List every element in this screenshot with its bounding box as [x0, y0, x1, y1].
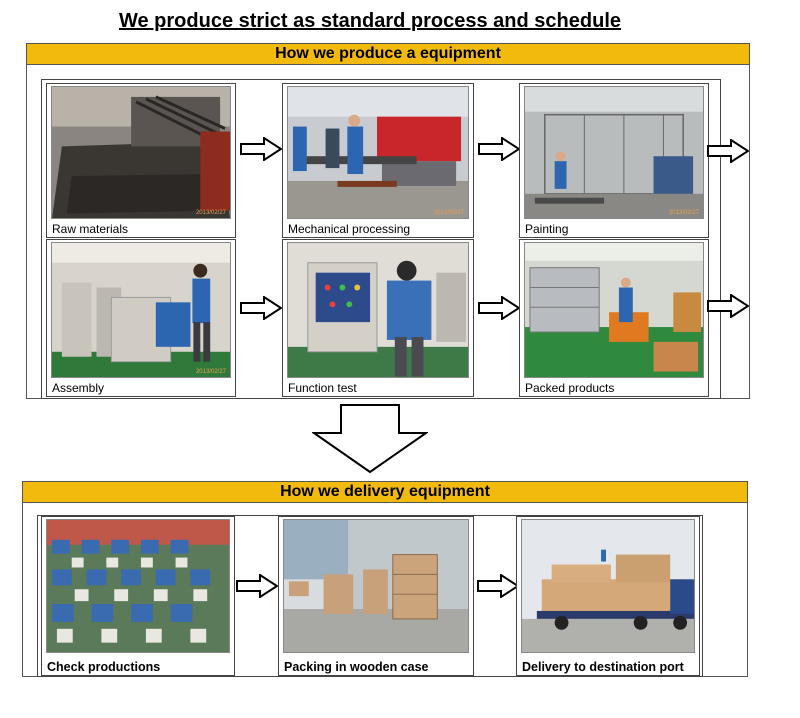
- step-caption: Delivery to destination port: [522, 660, 684, 674]
- raw-materials-photo: 2013/02/27: [51, 86, 231, 219]
- step-painting: 2013/02/27 Painting: [519, 83, 709, 238]
- right-arrow-icon: [240, 295, 283, 321]
- step-caption: Painting: [525, 222, 569, 236]
- step-mechanical-processing: 2013/02/27 Mechanical processing: [282, 83, 474, 238]
- function-test-photo: [287, 242, 469, 378]
- delivery-port-photo: [521, 519, 695, 653]
- step-function-test: Function test: [282, 239, 474, 397]
- page-title: We produce strict as standard process an…: [118, 10, 621, 32]
- right-arrow-icon: [478, 136, 521, 162]
- step-packed-products: Packed products: [519, 239, 709, 397]
- step-caption: Assembly: [52, 381, 105, 395]
- right-arrow-icon: [478, 295, 521, 321]
- delivery-section: How we delivery equipment: [22, 481, 748, 677]
- step-caption: Packed products: [525, 381, 615, 395]
- photo-datestamp: 2013/02/27: [195, 369, 226, 375]
- production-header: How we produce a equipment: [27, 44, 749, 65]
- photo-datestamp: 2013/02/27: [433, 210, 464, 216]
- production-grid: 2013/02/27 Raw materials: [41, 79, 721, 399]
- mechanical-processing-photo: 2013/02/27: [287, 86, 469, 219]
- step-delivery-destination-port: Delivery to destination port: [516, 516, 700, 676]
- step-raw-materials: 2013/02/27 Raw materials: [46, 83, 236, 238]
- step-assembly: 2013/02/27 Assembly: [46, 239, 236, 397]
- step-packing-wooden-case: Packing in wooden case: [278, 516, 474, 676]
- down-arrow-icon: [310, 404, 430, 474]
- check-productions-photo: [46, 519, 230, 653]
- packing-wooden-case-photo: [283, 519, 469, 653]
- right-arrow-icon: [240, 136, 283, 162]
- photo-datestamp: 2013/02/27: [668, 210, 699, 216]
- step-caption: Mechanical processing: [288, 222, 411, 236]
- photo-datestamp: 2013/02/27: [195, 210, 226, 216]
- right-arrow-icon: [477, 573, 520, 599]
- packed-products-photo: [524, 242, 704, 378]
- delivery-header: How we delivery equipment: [23, 482, 747, 503]
- step-check-productions: Check productions: [41, 516, 235, 676]
- right-arrow-icon: [707, 138, 750, 164]
- step-caption: Raw materials: [52, 222, 129, 236]
- right-arrow-icon: [707, 293, 750, 319]
- step-caption: Packing in wooden case: [284, 660, 429, 674]
- delivery-grid: Check productions Packi: [37, 515, 703, 677]
- painting-photo: 2013/02/27: [524, 86, 704, 219]
- step-caption: Check productions: [47, 660, 161, 674]
- right-arrow-icon: [236, 573, 279, 599]
- assembly-photo: 2013/02/27: [51, 242, 231, 378]
- step-caption: Function test: [288, 381, 357, 395]
- production-section: How we produce a equipment 2013/02/27 Ra…: [26, 43, 750, 399]
